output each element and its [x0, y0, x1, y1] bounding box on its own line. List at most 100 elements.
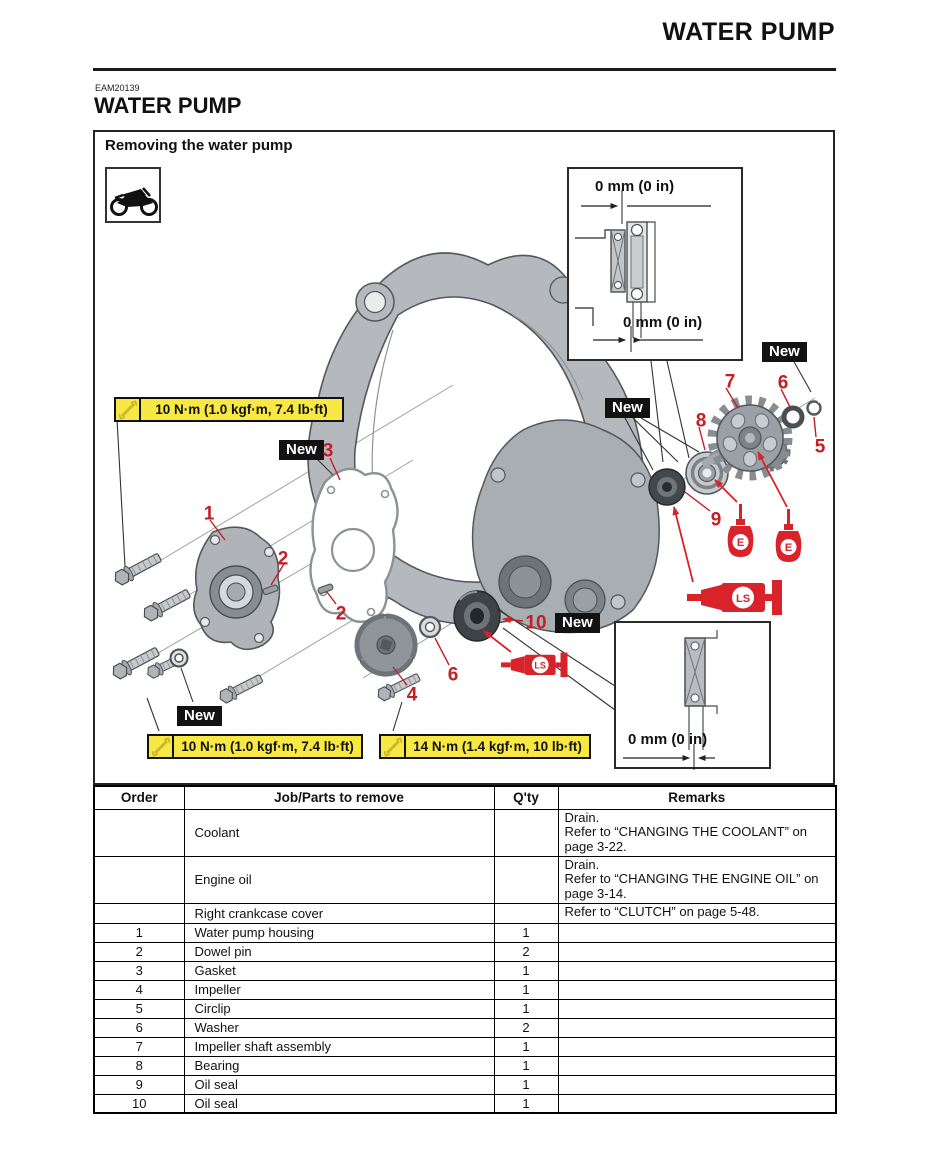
cell-qty: 2 — [493, 941, 559, 962]
part-number-7: 7 — [724, 371, 736, 393]
cell-job: Right crankcase cover — [183, 902, 495, 924]
cell-order — [93, 808, 185, 857]
table-row: Coolant Drain. Refer to “CHANGING THE CO… — [93, 808, 837, 857]
part-number-6: 6 — [777, 372, 789, 394]
washer-small — [169, 648, 189, 668]
cell-order: 3 — [93, 960, 185, 981]
motorcycle-icon — [105, 167, 161, 223]
cell-remarks — [557, 979, 837, 1000]
cell-job: Oil seal — [183, 1093, 495, 1114]
ls-symbol-letters: LS — [736, 593, 750, 605]
cell-order: 4 — [93, 979, 185, 1000]
cell-job: Impeller — [183, 979, 495, 1000]
cell-job: Gasket — [183, 960, 495, 981]
engine-oil-symbol: E — [727, 504, 754, 557]
cell-job: Water pump housing — [183, 922, 495, 943]
table-row: 5 Circlip 1 — [93, 998, 837, 1019]
oil-seal-9-part — [648, 468, 686, 506]
cell-job: Bearing — [183, 1055, 495, 1076]
part-number-8: 8 — [695, 410, 707, 432]
ls-symbol-letters: LS — [534, 661, 546, 671]
cell-qty: 1 — [493, 1055, 559, 1076]
cell-qty: 1 — [493, 960, 559, 981]
document-code: EAM20139 — [95, 83, 140, 93]
e-symbol-letter: E — [785, 542, 792, 554]
torque-value: 10 N·m (1.0 kgf·m, 7.4 lb·ft) — [155, 402, 328, 417]
torque-callout: 10 N·m (1.0 kgf·m, 7.4 lb·ft) — [114, 397, 344, 422]
new-part-label: New — [605, 398, 650, 418]
wrench-icon — [116, 399, 141, 420]
cell-order — [93, 902, 185, 924]
cell-remarks — [557, 960, 837, 981]
part-number-6: 6 — [447, 664, 459, 686]
cell-remarks: Drain. Refer to “CHANGING THE COOLANT” o… — [557, 808, 837, 857]
cell-order: 2 — [93, 941, 185, 962]
cell-remarks — [557, 998, 837, 1019]
washer-6-upper — [781, 405, 805, 429]
crankcase-cover — [307, 252, 661, 634]
washer-6-lower — [418, 615, 442, 639]
water-pump-housing-part — [193, 526, 281, 651]
engine-oil-symbol: E — [775, 509, 802, 562]
col-header-order: Order — [93, 785, 185, 810]
cell-order: 10 — [93, 1093, 185, 1114]
cell-remarks — [557, 1017, 837, 1038]
cell-job: Circlip — [183, 998, 495, 1019]
dimension-label: 0 mm (0 in) — [595, 178, 675, 195]
circlip-part — [806, 398, 822, 416]
table-row: 2 Dowel pin 2 — [93, 941, 837, 962]
cell-qty: 1 — [493, 922, 559, 943]
part-number-1: 1 — [203, 503, 215, 525]
parts-table: Order Job/Parts to remove Q'ty Remarks C… — [93, 785, 837, 1114]
cell-job: Washer — [183, 1017, 495, 1038]
torque-callout: 10 N·m (1.0 kgf·m, 7.4 lb·ft) — [147, 734, 363, 759]
impeller-part — [354, 613, 418, 677]
table-row: Engine oil Drain. Refer to “CHANGING THE… — [93, 855, 837, 904]
new-part-label: New — [762, 342, 807, 362]
figure-title: Removing the water pump — [105, 137, 293, 154]
dowel-pins — [262, 583, 334, 596]
cell-job: Engine oil — [183, 855, 495, 904]
table-row: 6 Washer 2 — [93, 1017, 837, 1038]
cell-remarks — [557, 1036, 837, 1057]
part-number-9: 9 — [710, 509, 722, 531]
inset-seal-detail — [614, 621, 771, 770]
cell-remarks — [557, 1074, 837, 1095]
inset-bearing-detail — [567, 167, 743, 361]
dimension-label: 0 mm (0 in) — [628, 731, 708, 748]
wrench-icon — [149, 736, 174, 757]
cell-qty: 2 — [493, 1017, 559, 1038]
col-header-remarks: Remarks — [557, 785, 837, 810]
col-header-qty: Q'ty — [493, 785, 559, 810]
gasket-part — [309, 467, 399, 624]
cell-order — [93, 855, 185, 904]
e-symbol-letter: E — [737, 537, 744, 549]
part-number-10: 10 — [525, 612, 547, 634]
col-header-job: Job/Parts to remove — [183, 785, 495, 810]
cell-job: Coolant — [183, 808, 495, 857]
table-header-row: Order Job/Parts to remove Q'ty Remarks — [93, 785, 837, 810]
cell-order: 9 — [93, 1074, 185, 1095]
table-row: Right crankcase cover Refer to “CLUTCH” … — [93, 902, 837, 924]
cell-qty: 1 — [493, 1074, 559, 1095]
red-apply-arrows — [483, 451, 788, 653]
red-leader-lines — [209, 387, 817, 686]
cell-remarks: Refer to “CLUTCH” on page 5-48. — [557, 902, 837, 924]
cell-order: 8 — [93, 1055, 185, 1076]
new-part-label: New — [279, 440, 324, 460]
cell-qty — [493, 902, 559, 924]
part-number-3: 3 — [322, 440, 334, 462]
part-number-4: 4 — [406, 684, 418, 706]
cell-order: 6 — [93, 1017, 185, 1038]
cell-qty: 1 — [493, 1036, 559, 1057]
wrench-icon — [381, 736, 406, 757]
page-header-title: WATER PUMP — [662, 18, 835, 46]
part-number-2: 2 — [277, 548, 289, 570]
cell-remarks — [557, 1093, 837, 1114]
torque-callout: 14 N·m (1.4 kgf·m, 10 lb·ft) — [379, 734, 591, 759]
new-part-label: New — [177, 706, 222, 726]
new-part-label: New — [555, 613, 600, 633]
cell-qty: 1 — [493, 1093, 559, 1114]
exploded-diagram: E E LS LS — [109, 167, 822, 770]
cell-qty — [493, 855, 559, 904]
